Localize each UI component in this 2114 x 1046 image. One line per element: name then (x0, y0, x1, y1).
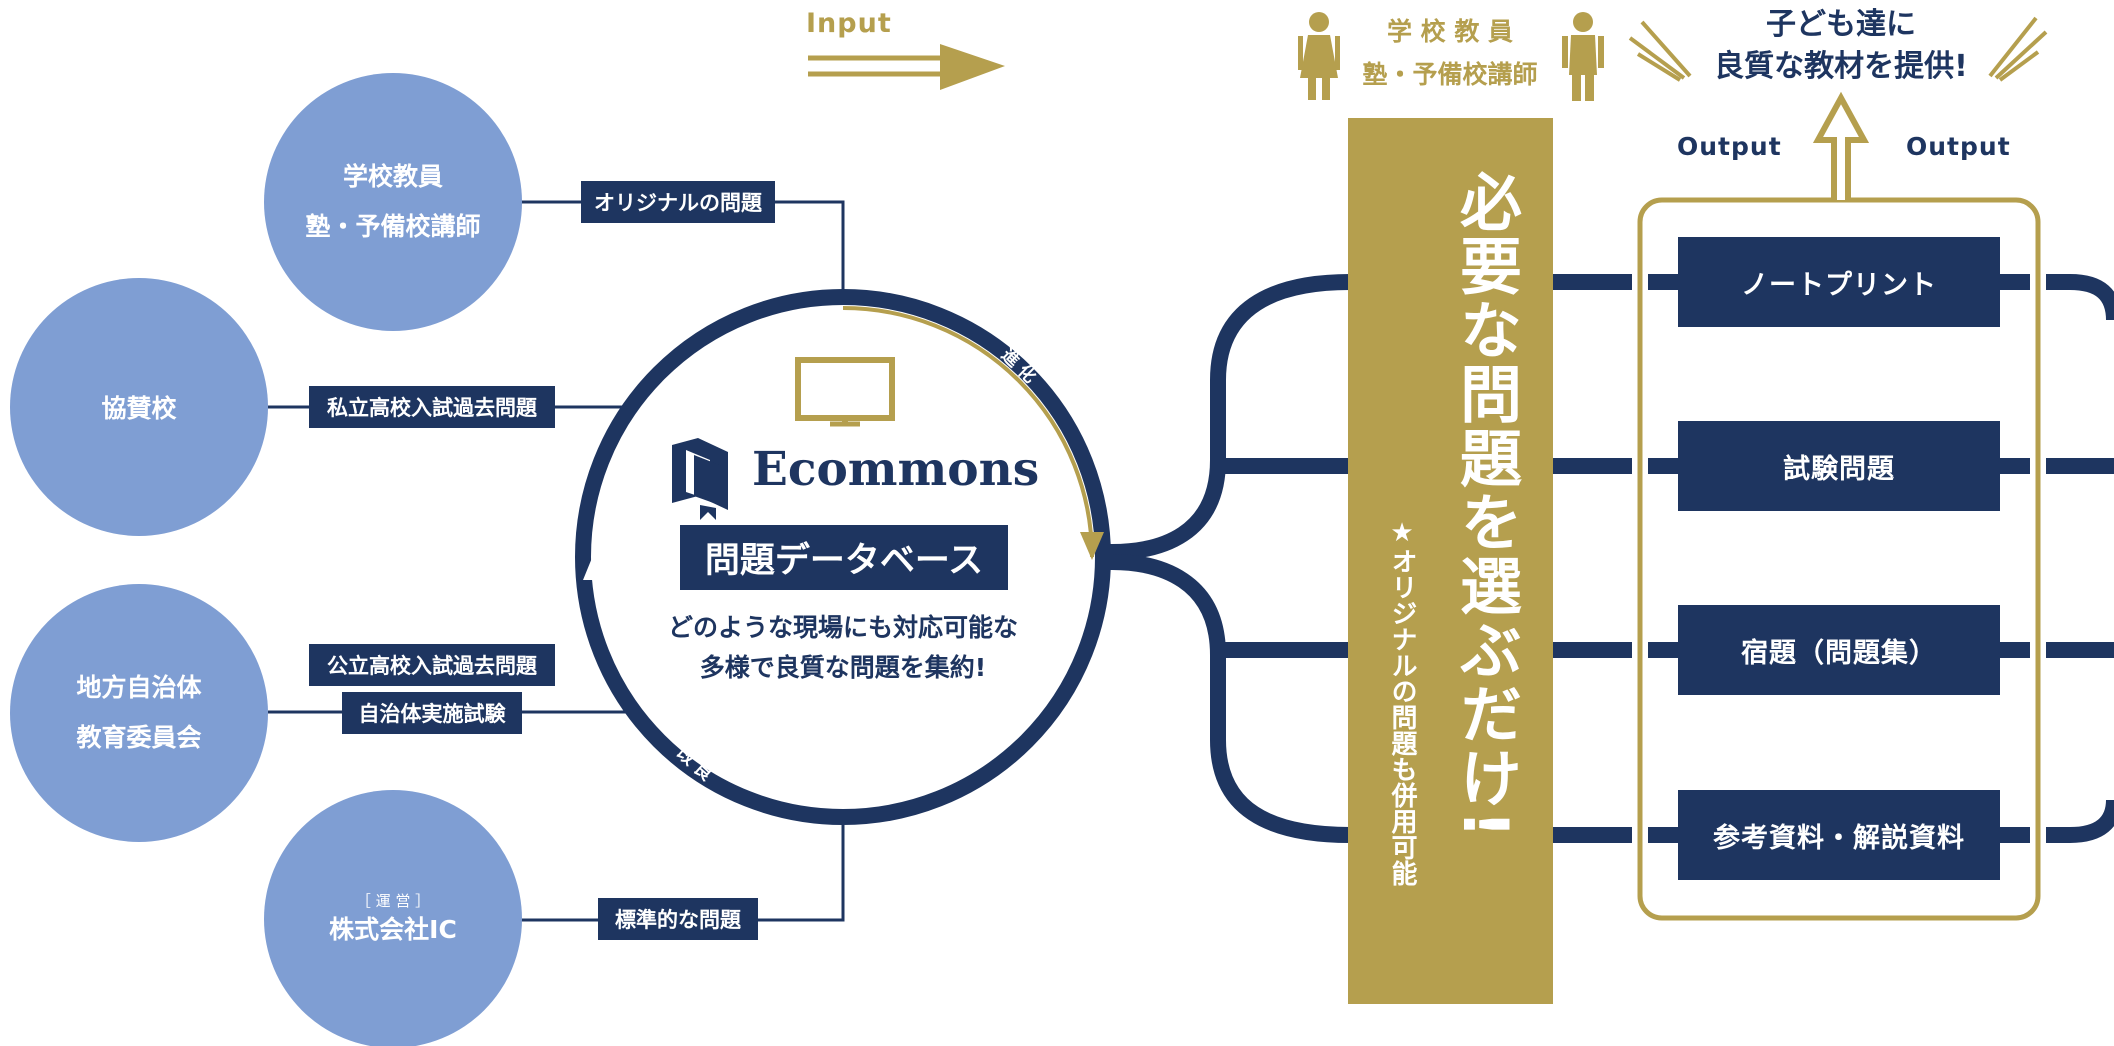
output-up-arrow (1812, 91, 1870, 200)
improve-arc (592, 556, 844, 808)
select-main-text: 必要な問題を選ぶだけ! (1449, 170, 1522, 841)
users-label: 学 校 教 員 塾・予備校講師 (1362, 17, 1538, 89)
source-operator: ［ 運 営 ］ 株式会社IC (264, 790, 522, 1046)
input-arrow (808, 44, 1005, 90)
database-title: 問題データベース (680, 525, 1008, 590)
output-note-print: ノートプリント (1678, 237, 2000, 327)
sparkle-left-icon (1628, 20, 1692, 82)
label-private-exam: 私立高校入試過去問題 (309, 386, 555, 428)
sparkle-right-icon (1988, 16, 2048, 82)
improve-arrowhead (583, 553, 605, 580)
label-original-problems: オリジナルの問題 (581, 181, 775, 223)
database-description-2: 多様で良質な問題を集約! (699, 653, 987, 682)
select-sub-text: ★オリジナルの問題も併用可能 (1387, 518, 1417, 886)
output-label-right: Output (1906, 132, 2011, 161)
select-bar (1348, 118, 1553, 1004)
brand-name: Ecommons (752, 442, 1040, 497)
input-label: Input (806, 8, 892, 39)
label-local-test: 自治体実施試験 (342, 692, 522, 734)
output-reference: 参考資料・解説資料 (1678, 790, 2000, 880)
book-logo-icon (672, 438, 728, 520)
source-local-government: 地方自治体 教育委員会 (10, 584, 268, 842)
output-exam-problems: 試験問題 (1678, 421, 2000, 511)
monitor-icon (795, 357, 895, 427)
goal-text: 子ども達に 良質な教材を提供! (1714, 7, 1968, 84)
teacher-male-icon (1562, 12, 1604, 101)
label-public-exam: 公立高校入試過去問題 (309, 644, 555, 686)
source-school-teachers: 学校教員 塾・予備校講師 (264, 73, 522, 331)
output-label-left: Output (1677, 132, 1782, 161)
label-standard-problems: 標準的な問題 (598, 898, 758, 940)
source-sponsor-schools: 協賛校 (10, 278, 268, 536)
output-homework: 宿題（問題集） (1678, 605, 2000, 695)
database-description-1: どのような現場にも対応可能な (667, 613, 1018, 642)
evolve-arrowhead (1080, 532, 1104, 560)
teacher-female-icon (1298, 12, 1340, 100)
evolve-arc (842, 306, 1094, 558)
